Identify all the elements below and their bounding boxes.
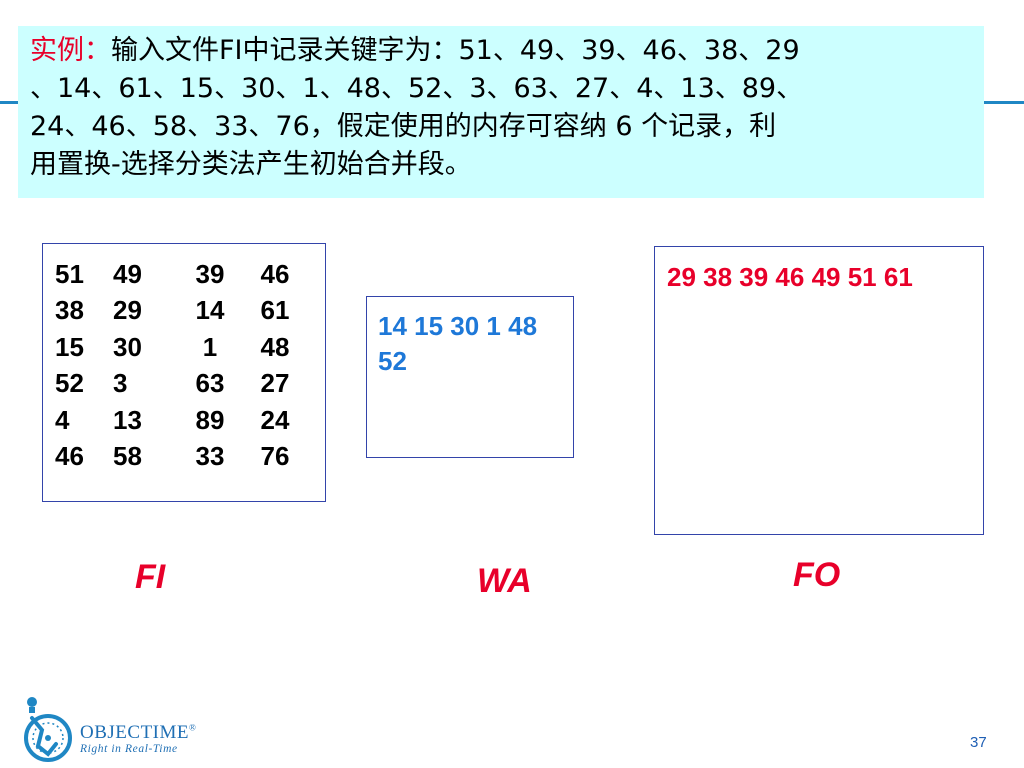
wa-caption: WA [477, 562, 532, 600]
fi-cell: 33 [195, 441, 225, 472]
fi-cell: 14 [195, 295, 225, 326]
example-label: 实例： [30, 35, 111, 66]
fi-row: 15 30 1 48 [55, 329, 325, 366]
fi-cell: 89 [195, 404, 225, 435]
fi-cell: 46 [260, 258, 290, 289]
stopwatch-logo-icon [24, 697, 72, 762]
fi-cell: 48 [260, 331, 290, 362]
problem-line-1-text: 输入文件FI中记录关键字为：51、49、39、46、38、29 [111, 35, 800, 66]
fi-cell: 39 [195, 258, 225, 289]
fi-row: 38 29 14 61 [55, 293, 325, 330]
input-file-box: 51 49 39 46 38 29 14 61 15 30 1 48 52 3 63 27 4 13 89 2… [42, 243, 326, 502]
fi-cell: 13 [113, 404, 142, 435]
logo-tagline: Right in Real-Time [80, 743, 178, 755]
fi-cell: 52 [55, 368, 84, 399]
fi-cell: 4 [55, 404, 70, 435]
fi-cell: 46 [55, 441, 84, 472]
work-area-content: 14 15 30 1 48 52 [378, 311, 538, 376]
problem-line-2: 、14、61、15、30、1、48、52、3、63、27、4、13、89、 [30, 73, 804, 104]
company-logo-text: OBJECTIME® Right in Real-Time [80, 722, 196, 755]
fi-cell: 1 [202, 331, 218, 362]
header-rule-right [984, 101, 1024, 104]
fi-cell: 27 [260, 368, 290, 399]
fi-cell: 15 [55, 331, 84, 362]
problem-line-3: 24、46、58、33、76，假定使用的内存可容纳 6 个记录，利 [30, 111, 777, 142]
fi-row: 4 13 89 24 [55, 402, 325, 439]
fi-row: 46 58 33 76 [55, 439, 325, 476]
fi-row: 51 49 39 46 [55, 256, 325, 293]
output-file-content: 29 38 39 46 49 51 61 [667, 262, 913, 292]
fi-cell: 58 [113, 441, 142, 472]
fi-cell: 24 [260, 404, 290, 435]
fi-cell: 29 [113, 295, 142, 326]
logo-name-text: OBJECTIME [80, 722, 189, 743]
fi-cell: 30 [113, 331, 142, 362]
fi-cell: 76 [260, 441, 290, 472]
fi-cell: 51 [55, 258, 84, 289]
problem-line-1: 实例：输入文件FI中记录关键字为：51、49、39、46、38、29 [30, 32, 974, 70]
logo-name: OBJECTIME® [80, 722, 196, 744]
fi-row: 52 3 63 27 [55, 366, 325, 403]
fi-caption: FI [135, 558, 166, 596]
problem-line-4: 用置换-选择分类法产生初始合并段。 [30, 149, 472, 180]
fi-cell: 49 [113, 258, 142, 289]
fi-cell: 61 [260, 295, 290, 326]
fi-cell: 63 [195, 368, 225, 399]
logo-registered-mark: ® [189, 722, 197, 733]
fi-cell: 38 [55, 295, 84, 326]
work-area-box: 14 15 30 1 48 52 [366, 296, 574, 458]
fi-cell: 3 [113, 368, 128, 399]
problem-statement: 实例：输入文件FI中记录关键字为：51、49、39、46、38、29 、14、6… [18, 26, 984, 198]
fo-caption: FO [793, 556, 841, 594]
header-rule-left [0, 101, 18, 104]
page-number: 37 [970, 734, 987, 751]
output-file-box: 29 38 39 46 49 51 61 [654, 246, 984, 535]
